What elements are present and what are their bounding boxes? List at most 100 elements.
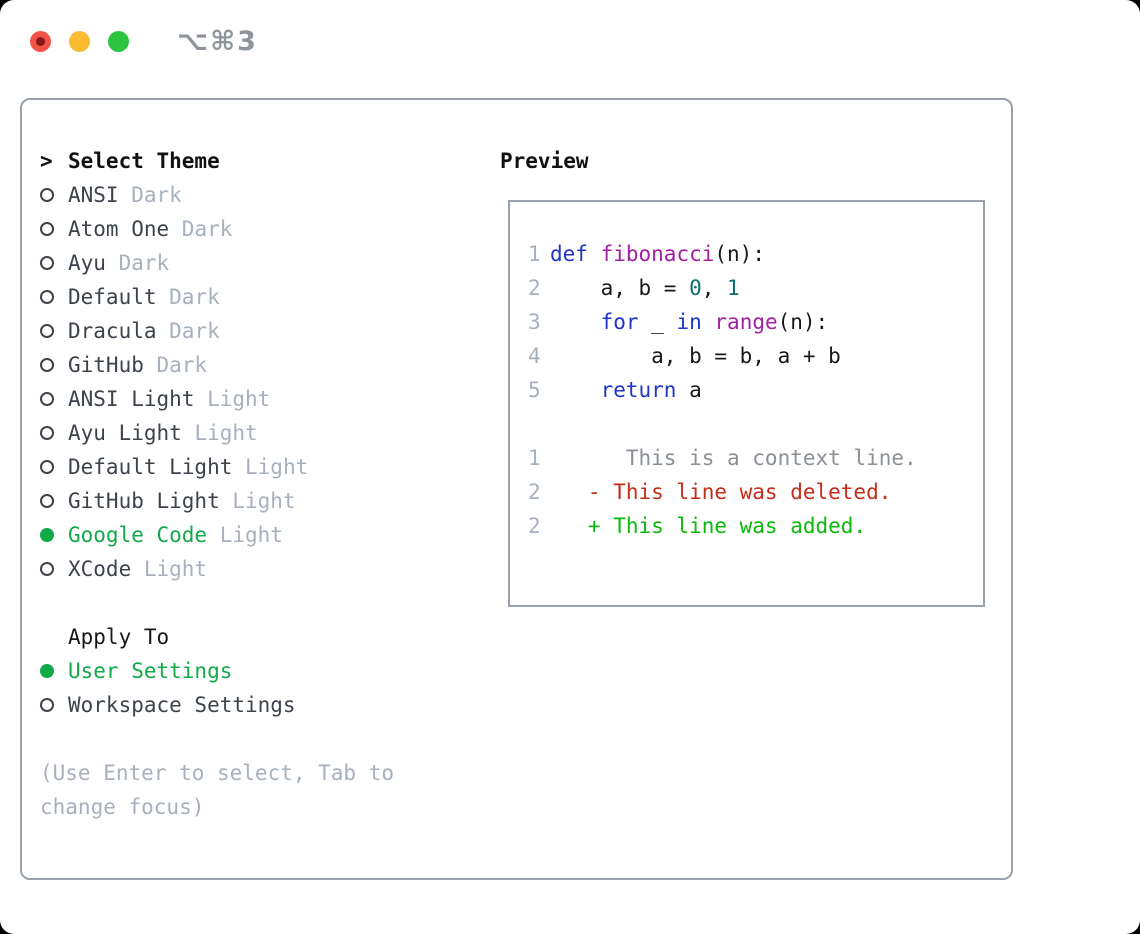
theme-name: Dracula [68,319,157,343]
theme-item-github-light[interactable]: GitHub Light Light [40,484,394,518]
zoom-icon[interactable] [108,31,129,52]
radio-circle-icon [40,256,68,270]
theme-item-xcode[interactable]: XCode Light [40,552,394,586]
theme-item-dracula[interactable]: Dracula Dark [40,314,394,348]
line-number: 2 [528,480,541,504]
theme-variant: Dark [156,285,220,309]
radio-circle-icon [40,290,68,304]
apply-option-user-settings[interactable]: User Settings [40,654,394,688]
code-token: - This line was deleted. [550,480,892,504]
code-line [528,412,983,446]
theme-name: Default Light [68,455,233,479]
spacer-row [40,586,394,620]
keyboard-hint: (Use Enter to select, Tab to change focus… [40,756,394,824]
theme-variant: Light [232,455,309,479]
theme-variant: Light [181,421,258,445]
theme-item-ayu-light[interactable]: Ayu Light Light [40,416,394,450]
theme-item-ansi-light[interactable]: ANSI Light Light [40,382,394,416]
theme-variant: Dark [143,353,208,377]
code-line: 2 a, b = 0, 1 [528,276,983,310]
code-line: 2 + This line was added. [528,514,983,548]
code-token: a [676,378,702,402]
theme-item-default-light[interactable]: Default Light Light [40,450,394,484]
apply-option-label: Workspace Settings [68,693,296,717]
code-token: for [600,310,639,334]
minimize-icon[interactable] [69,31,90,52]
radio-circle-icon [40,358,68,372]
radio-circle-icon [40,392,68,406]
theme-variant: Dark [105,251,170,275]
select-theme-header: > Select Theme [40,144,394,178]
spacer-row [40,722,394,756]
theme-name: Ayu Light [68,421,182,445]
theme-name: ANSI Light [68,387,195,411]
theme-variant: Light [207,523,283,547]
theme-name: GitHub [68,353,144,377]
theme-item-atom-one[interactable]: Atom One Dark [40,212,394,246]
code-token: + This line was added. [550,514,867,538]
code-token: (n): [777,310,829,334]
radio-circle-icon [40,324,68,338]
focus-caret-icon: > [40,149,53,173]
close-icon[interactable] [30,31,51,52]
theme-variant: Dark [169,217,233,241]
theme-variant: Dark [118,183,182,207]
select-theme-title: Select Theme [68,149,220,173]
code-token: This is a context line. [550,446,917,470]
radio-circle-icon [40,494,68,508]
code-token: a, b = [550,276,690,300]
theme-name: Default [68,285,157,309]
radio-circle-icon [40,188,68,202]
theme-name: GitHub Light [68,489,220,513]
theme-name: Google Code [68,523,208,547]
theme-variant: Light [131,557,208,581]
apply-to-title: Apply To [68,625,170,649]
code-line: 3 for _ in range(n): [528,310,983,344]
theme-name: Atom One [68,217,170,241]
selected-radio-icon [40,528,68,542]
line-number: 2 [528,276,541,300]
radio-circle-icon [40,426,68,440]
apply-to-header: Apply To [40,620,394,654]
theme-item-github[interactable]: GitHub Dark [40,348,394,382]
theme-item-google-code[interactable]: Google Code Light [40,518,394,552]
radio-circle-icon [40,562,68,576]
theme-item-default[interactable]: Default Dark [40,280,394,314]
code-token: a, b = b, a + b [550,344,841,368]
preview-title: Preview [500,149,589,173]
theme-variant: Dark [156,319,220,343]
code-token: _ [638,310,677,334]
code-token [702,310,715,334]
radio-circle-icon [40,222,68,236]
line-number: 4 [528,344,541,368]
theme-item-ayu[interactable]: Ayu Dark [40,246,394,280]
theme-variant: Light [219,489,296,513]
line-number: 3 [528,310,541,334]
code-token: , [701,276,728,300]
code-line: 1 This is a context line. [528,446,983,480]
code-token: (n): [714,242,765,266]
window-shortcut-label: ⌥⌘3 [177,26,258,57]
hint-line: change focus) [40,795,205,819]
code-line: 2 - This line was deleted. [528,480,983,514]
apply-option-workspace-settings[interactable]: Workspace Settings [40,688,394,722]
line-number: 1 [528,242,541,266]
titlebar: ⌥⌘3 [30,26,258,57]
code-token: 1 [727,276,740,300]
hint-line: (Use Enter to select, Tab to [40,761,395,785]
code-token: def [550,242,588,266]
line-number: 2 [528,514,541,538]
code-line: 4 a, b = b, a + b [528,344,983,378]
code-line: 5 return a [528,378,983,412]
theme-name: Ayu [68,251,106,275]
code-token [550,310,601,334]
code-token [588,242,601,266]
theme-item-ansi[interactable]: ANSI Dark [40,178,394,212]
line-number: 1 [528,446,541,470]
